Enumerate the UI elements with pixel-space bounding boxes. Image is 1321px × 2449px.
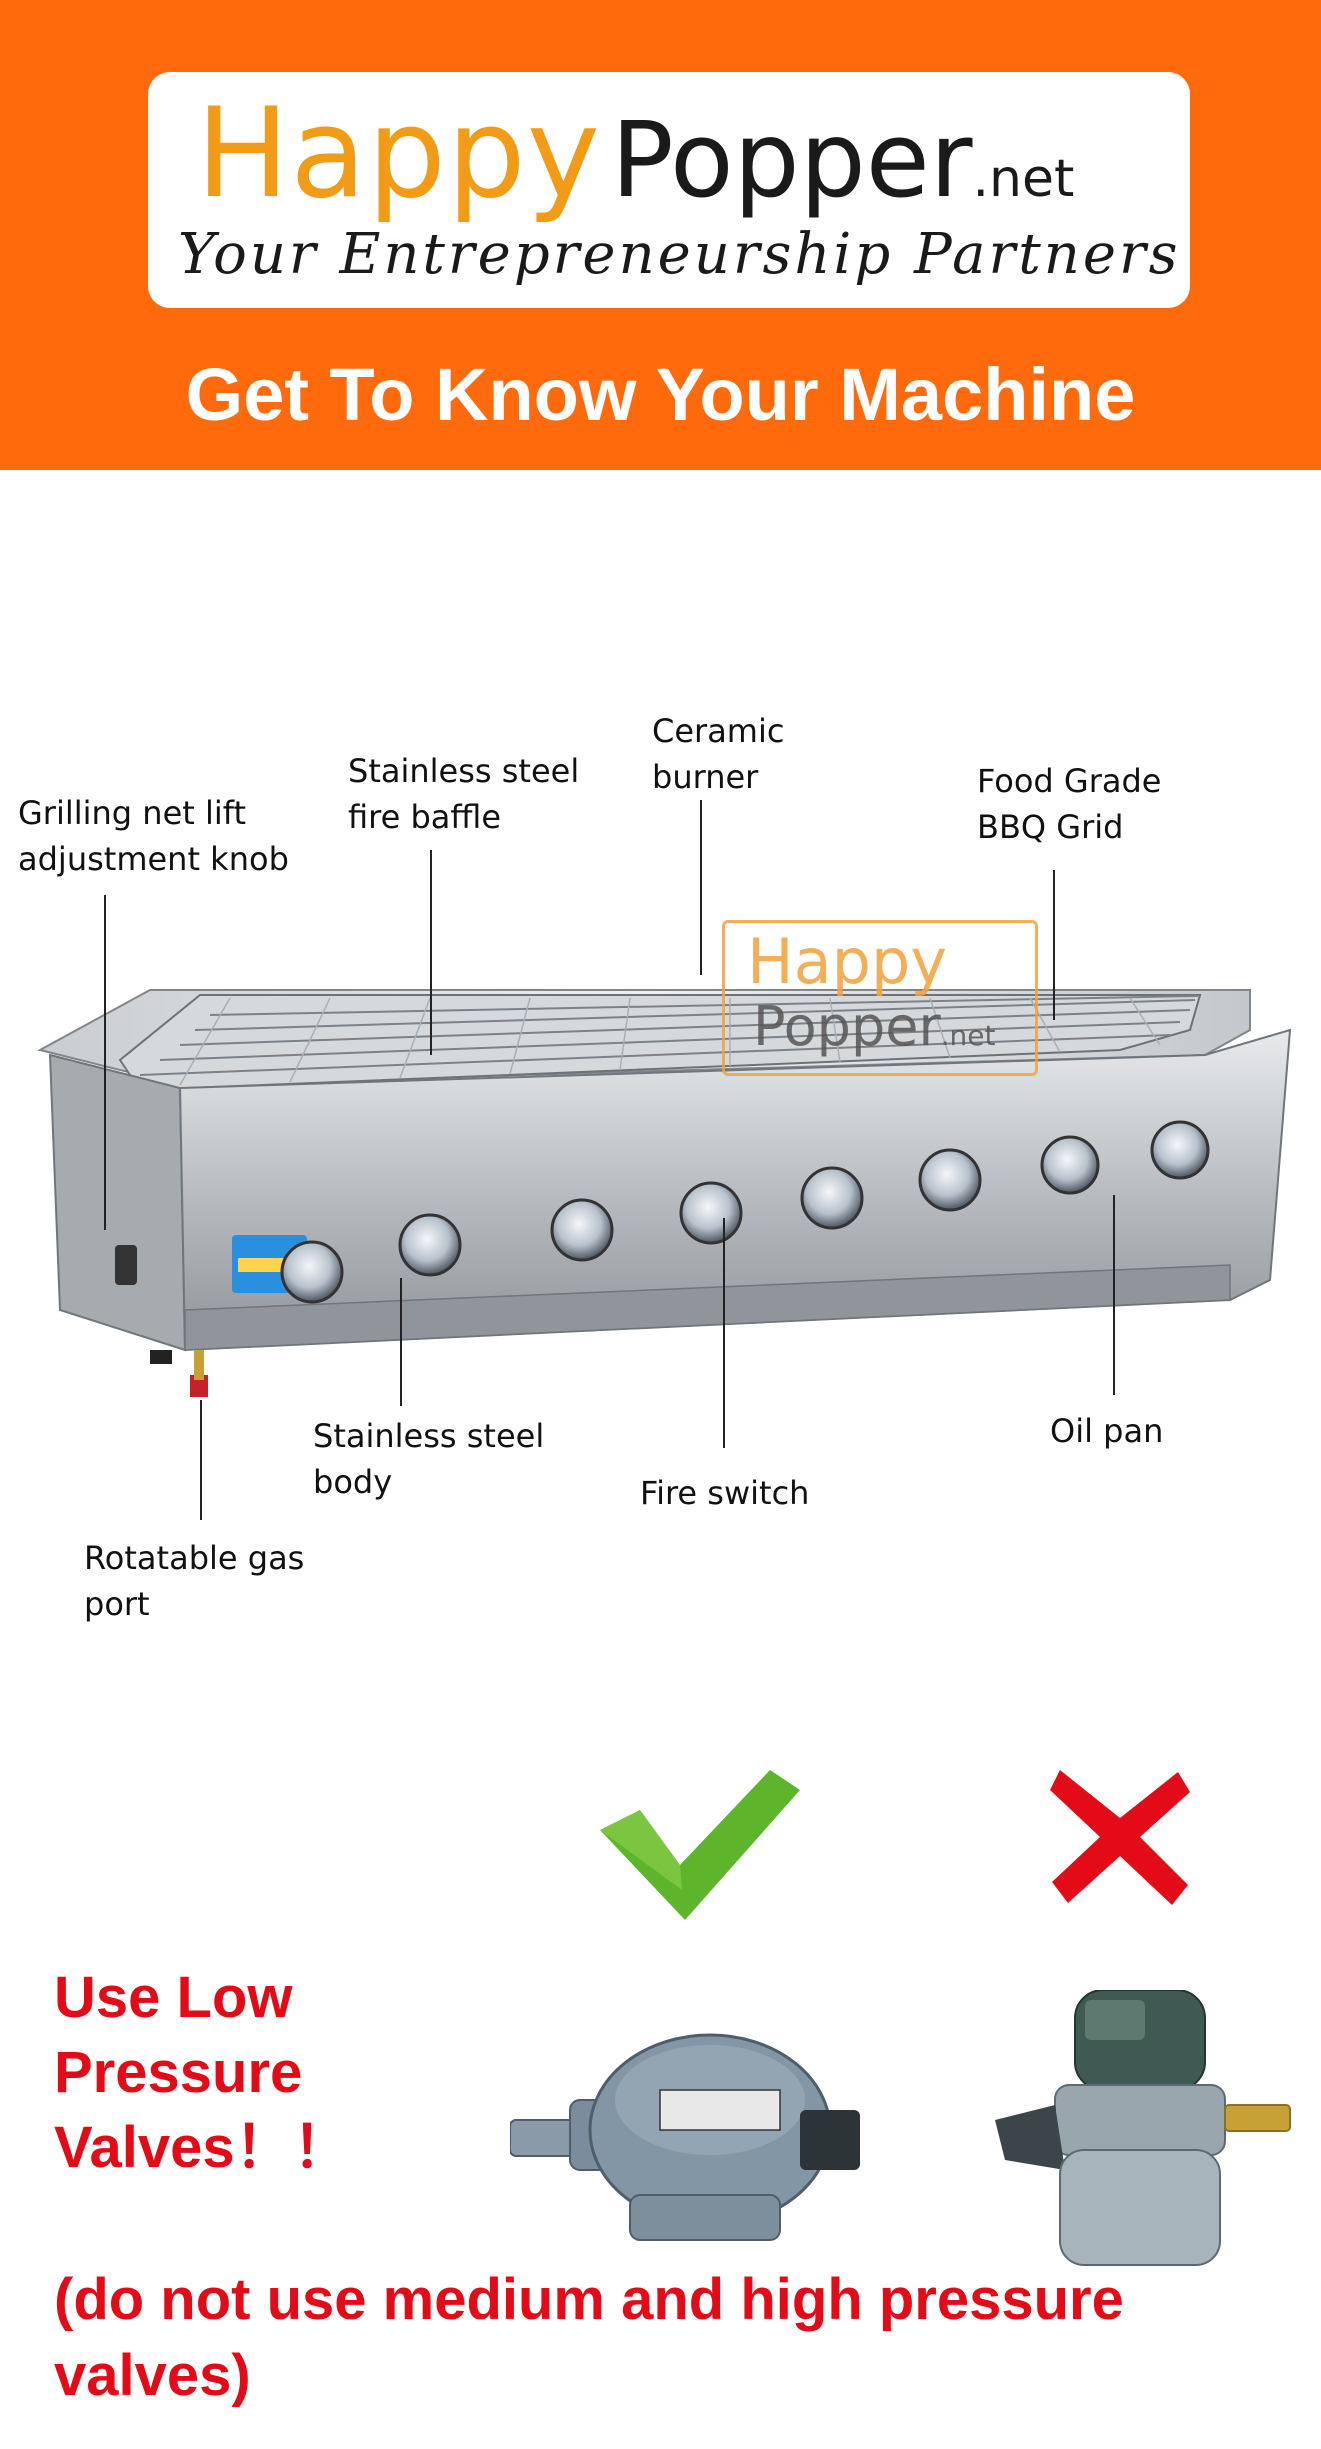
leader-fire-baffle [430,850,432,1055]
logo-happy: Happy [196,82,602,226]
grid-rods [139,995,1199,1076]
leader-steel-body [400,1278,402,1406]
tagline: Your Entrepreneurship Partners [178,222,1181,287]
left-side-panel [48,1053,187,1352]
pressure-note: (do not use medium and high pressure val… [54,2267,1124,2408]
label-oil-pan: Oil pan [1050,1408,1163,1454]
leader-oil-pan [1113,1195,1115,1395]
logo: HappyPopper.net [196,82,1074,226]
label-line: Grilling net lift [18,794,246,832]
label-line: Oil pan [1050,1412,1164,1450]
label-grilling-knob: Grilling net lift adjustment knob [18,790,289,882]
foot [150,1350,172,1364]
label-line: BBQ Grid [977,808,1124,846]
watermark-happy: Happy [747,925,948,998]
label-ceramic-burner: Ceramic burner [652,708,784,800]
high-pressure-valve-illustration [995,1990,1291,2266]
label-steel-body: Stainless steel body [313,1413,544,1505]
low-pressure-valve-illustration [510,2033,860,2241]
label-line: port [84,1585,150,1623]
label-line: burner [652,758,759,796]
logo-net: .net [972,149,1075,209]
label-fire-baffle: Stainless steel fire baffle [348,748,579,840]
check-mark-icon [600,1770,800,1920]
oil-pan-strip [184,1264,1231,1351]
label-line: Stainless steel [313,1417,545,1455]
cross-mark-icon [1050,1770,1190,1905]
logo-card: HappyPopper.net Your Entrepreneurship Pa… [148,72,1190,308]
watermark-popper-text: Popper [753,995,941,1058]
bbq-machine-illustration [37,989,1292,1397]
leader-gas-port [200,1400,202,1520]
leader-bbq-grid [1053,870,1055,1020]
label-line: adjustment knob [18,840,289,878]
gas-port-fitting [190,1375,208,1397]
leader-ceramic-burner [700,800,702,975]
logo-popper: Popper [611,99,973,221]
label-line: Ceramic [652,712,785,750]
watermark-popper: Popper.net [753,995,996,1058]
fire-switch-knobs [280,1120,1210,1304]
warning-line: Valves！！ [54,2115,351,2180]
label-line: body [313,1463,393,1501]
label-line: Rotatable gas [84,1539,305,1577]
leader-grilling-knob [104,895,106,1230]
label-bbq-grid: Food Grade BBQ Grid [977,758,1161,850]
label-fire-switch: Fire switch [640,1470,809,1516]
label-line: Stainless steel [348,752,580,790]
label-line: fire baffle [348,798,502,836]
watermark-net: .net [940,1019,996,1052]
low-pressure-warning: Use Low Pressure Valves！！ [54,1960,351,2185]
label-line: Food Grade [977,762,1162,800]
watermark-logo: Happy Popper.net [722,920,1038,1076]
side-knob [115,1245,137,1285]
label-line: Fire switch [640,1474,810,1512]
warning-line: Pressure [54,2040,303,2105]
header-banner: HappyPopper.net Your Entrepreneurship Pa… [0,0,1321,470]
page-title: Get To Know Your Machine [185,353,1136,436]
label-gas-port: Rotatable gas port [84,1535,304,1627]
leader-fire-switch [723,1218,725,1448]
warning-line: Use Low [54,1965,293,2030]
